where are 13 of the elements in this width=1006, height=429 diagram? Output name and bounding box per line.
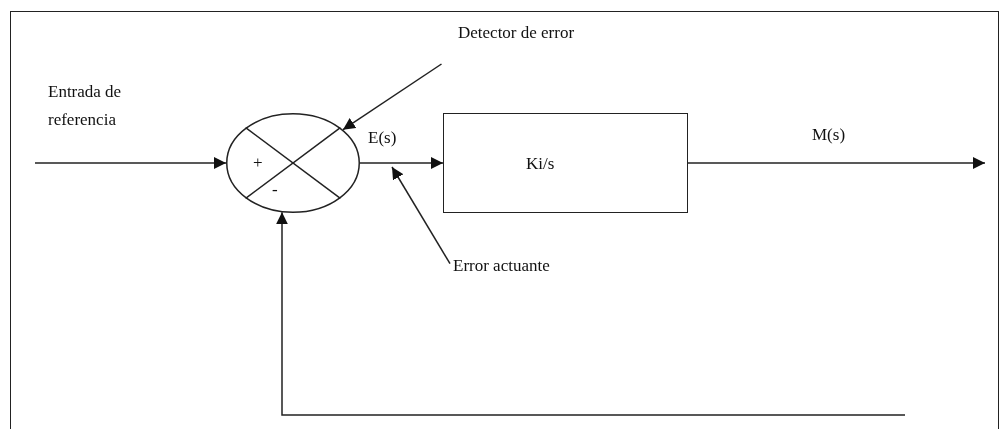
signal-arrow [34, 157, 227, 169]
summing-junction [226, 113, 360, 213]
signal-arrow [359, 157, 444, 169]
sign-label: + [253, 152, 263, 174]
leader-arrow [391, 166, 451, 265]
signal-arrow [687, 157, 986, 169]
signal-arrow [276, 211, 906, 416]
transfer-function-block [443, 113, 688, 213]
sign-label: - [272, 179, 278, 201]
callout-text: Error actuante [453, 255, 550, 277]
leader-arrow [342, 63, 443, 131]
callout-text: Detector de error [458, 22, 575, 44]
block-label: Ki/s [526, 153, 555, 175]
